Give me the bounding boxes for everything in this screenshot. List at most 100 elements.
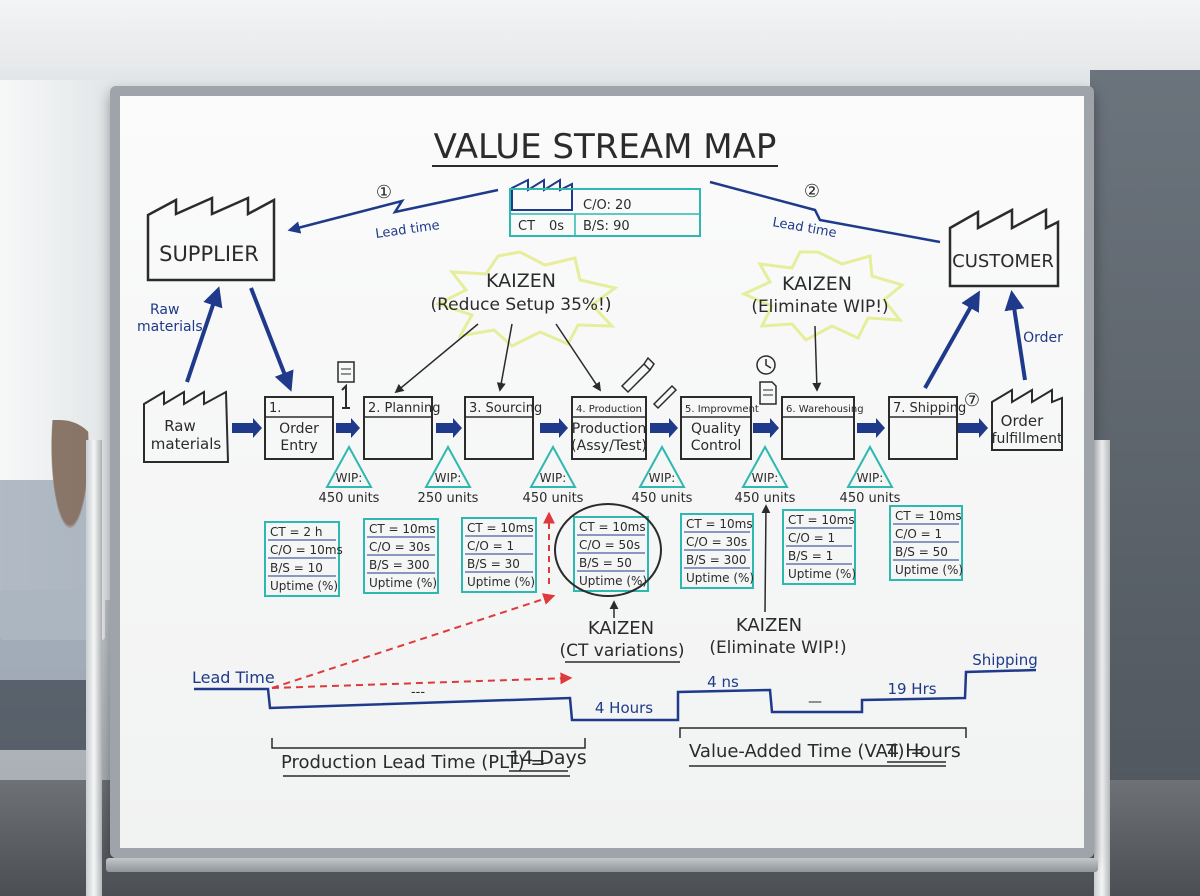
process-header: 3. Sourcing xyxy=(469,401,542,416)
wip-triangle-shape xyxy=(846,444,894,488)
wip-label: WIP: xyxy=(649,471,676,485)
process-body-line1: Quality xyxy=(691,421,741,437)
control-ct-value: 0s xyxy=(549,219,564,234)
kaizen-note-title: KAIZEN xyxy=(736,615,802,636)
kaizen-burst-title: KAIZEN xyxy=(782,273,852,295)
wip-units: 450 units xyxy=(632,491,693,506)
data-box-row: Uptime (%) xyxy=(788,567,856,581)
supplier-lead-time-arrow xyxy=(287,188,499,234)
data-box-row: Uptime (%) xyxy=(895,563,963,577)
data-box-row: CT = 10ms xyxy=(579,520,646,534)
kaizen-note-title: KAIZEN xyxy=(588,618,654,639)
data-box-row: C/O = 50s xyxy=(579,538,640,552)
control-bs: B/S: 90 xyxy=(583,219,630,234)
process-header: 6. Warehousing xyxy=(786,404,864,415)
kaizen-burst-text: (Reduce Setup 35%!) xyxy=(430,295,611,315)
customer-up-arrow xyxy=(923,290,980,389)
red-dashed-arrow-right xyxy=(271,672,573,689)
wip-label: WIP: xyxy=(540,471,567,485)
process-box: 7. Shipping xyxy=(888,396,966,460)
push-arrow xyxy=(650,418,678,438)
fulfillment-line2: fulfillment xyxy=(992,431,1063,447)
raw-materials-source: Raw materials xyxy=(143,390,230,463)
control-co: C/O: 20 xyxy=(583,198,632,213)
push-arrow xyxy=(436,418,462,438)
data-box-row: CT = 2 h xyxy=(270,525,322,539)
burst-shape xyxy=(434,250,619,348)
push-arrow xyxy=(540,418,568,438)
raw-materials-arrow-line2: materials xyxy=(137,319,203,335)
process-box: 3. Sourcing xyxy=(464,396,542,460)
kaizen-note-2: KAIZEN (Eliminate WIP!) xyxy=(709,504,847,658)
timeline-4-ns: 4 ns xyxy=(707,673,739,691)
raw-materials-line2: materials xyxy=(151,435,222,453)
kaizen-burst-2: KAIZEN (Eliminate WIP!) xyxy=(740,250,906,392)
data-box-row: C/O = 10ms xyxy=(270,543,343,557)
kaizen-note-1: KAIZEN (CT variations) xyxy=(560,600,684,663)
raw-up-arrow xyxy=(185,286,223,383)
timeline-lead-time: Lead Time xyxy=(192,668,275,687)
process-body-line2: Entry xyxy=(280,438,317,454)
process-box-frame xyxy=(464,396,534,460)
vat-value: 4 Hours xyxy=(887,740,961,762)
process-body-line1: Production xyxy=(572,421,646,437)
board-stand-left xyxy=(86,440,102,896)
data-box-row: B/S = 1 xyxy=(788,549,833,563)
wip-units: 450 units xyxy=(319,491,380,506)
timeline-dash-2: — xyxy=(808,694,822,710)
process-box-frame xyxy=(363,396,433,460)
inventory-triangle: WIP:450 units xyxy=(840,444,901,506)
inventory-triangle: WIP:450 units xyxy=(319,444,380,506)
timeline-4-hours: 4 Hours xyxy=(595,699,653,717)
supplier-factory-icon xyxy=(146,196,276,282)
raw-factory-icon xyxy=(143,390,230,463)
wip-triangle-shape xyxy=(424,444,472,488)
kaizen-burst-title: KAIZEN xyxy=(486,270,556,292)
push-arrow xyxy=(753,418,779,438)
order-arrow xyxy=(1004,290,1027,381)
data-box-row: CT = 10ms xyxy=(686,517,753,531)
data-box-row: C/O = 1 xyxy=(788,531,835,545)
process-box: 6. Warehousing xyxy=(781,396,864,460)
process-box-frame xyxy=(888,396,958,460)
kaizen-burst-1: KAIZEN (Reduce Setup 35%!) xyxy=(394,250,619,394)
data-box-row: C/O = 1 xyxy=(895,527,942,541)
data-box-row: Uptime (%) xyxy=(579,574,647,588)
process-header: 5. Improvment xyxy=(685,404,759,415)
data-box-row: CT = 10ms xyxy=(467,521,534,535)
supplier-label: SUPPLIER xyxy=(159,242,259,266)
highlight-circle xyxy=(554,503,662,597)
data-box-frame xyxy=(363,518,439,594)
data-box-frame xyxy=(264,521,340,597)
timeline: Lead Time --- 4 Hours 4 ns — 19 Hrs Ship… xyxy=(192,651,1038,777)
data-box-row: B/S = 50 xyxy=(895,545,948,559)
wip-triangle-shape xyxy=(529,444,577,488)
plt-bracket xyxy=(271,738,586,749)
push-arrow xyxy=(336,418,360,438)
process-header: 7. Shipping xyxy=(893,401,966,416)
data-box-row: CT = 10ms xyxy=(369,522,436,536)
push-arrow xyxy=(958,418,988,438)
process-box-frame xyxy=(680,396,752,460)
data-box-row: B/S = 10 xyxy=(270,561,323,575)
data-box-frame xyxy=(461,517,537,593)
person-silhouette xyxy=(0,420,100,750)
timeline-shipping: Shipping xyxy=(972,651,1037,669)
plt-label: Production Lead Time (PLT) = xyxy=(281,752,545,773)
control-number: ① xyxy=(376,182,392,203)
board-stand-right xyxy=(1094,440,1110,896)
kaizen-note-text: (Eliminate WIP!) xyxy=(709,638,846,658)
wip-units: 450 units xyxy=(523,491,584,506)
supplier: SUPPLIER Lead time Raw materials xyxy=(137,188,499,392)
data-box-row: CT = 10ms xyxy=(895,509,962,523)
inventory-triangle: WIP: 450 units xyxy=(632,444,693,506)
process-body-line1: Order xyxy=(279,421,319,437)
data-box-row: C/O = 30s xyxy=(686,535,747,549)
